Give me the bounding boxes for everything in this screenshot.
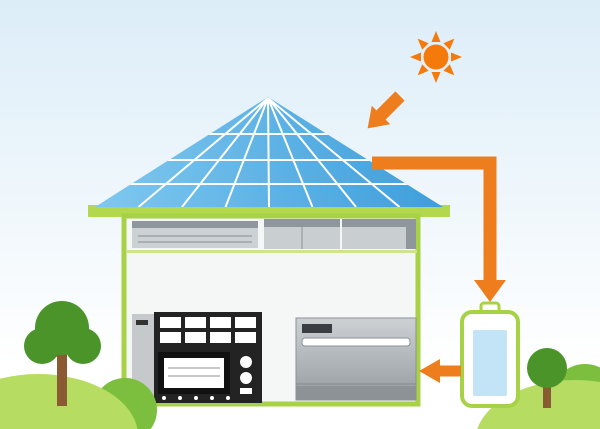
- sun-core: [423, 44, 449, 70]
- dishwasher-kick-plate: [296, 386, 416, 400]
- sun-rays: [410, 31, 462, 83]
- upper-window-right: [342, 219, 416, 249]
- tree-trunk: [57, 346, 67, 406]
- window-header: [264, 219, 340, 227]
- button-dot: [178, 396, 182, 400]
- side-panel-handle: [136, 320, 148, 325]
- sun-ray: [443, 38, 455, 50]
- window-header: [342, 219, 416, 227]
- output-arrowhead: [419, 359, 440, 383]
- oven-window-lines: [168, 367, 220, 377]
- sun-ray: [417, 64, 429, 76]
- energy-pipe-path: [372, 156, 497, 282]
- control-knobs: [240, 356, 252, 394]
- sunlight-arrow: [367, 91, 405, 129]
- right-tree: [527, 348, 567, 408]
- sun-ray: [451, 52, 462, 62]
- tree-trunk: [543, 384, 551, 408]
- left-tree: [24, 301, 101, 406]
- energy-flow-pipe: [372, 156, 506, 302]
- sun-ray: [417, 38, 429, 50]
- under-counter-appliance: [295, 317, 417, 401]
- battery-output-arrow: [419, 359, 461, 383]
- oven-door-window: [164, 358, 224, 388]
- solar-panel-grid: [95, 97, 443, 207]
- range-hood-vent: [132, 221, 258, 248]
- display-cell: [210, 317, 231, 328]
- button-dot: [162, 396, 166, 400]
- right-hill: [477, 380, 600, 429]
- floor-divider: [127, 250, 417, 253]
- left-greenery: [0, 301, 157, 429]
- window-side-frame: [406, 219, 416, 249]
- vent-top-strip: [132, 221, 258, 228]
- knob: [240, 372, 252, 384]
- energy-pipe-arrowhead: [474, 280, 506, 302]
- house-cutaway: [121, 213, 421, 407]
- vent-slats: [138, 235, 252, 243]
- knob: [240, 356, 252, 368]
- left-hill: [0, 374, 138, 429]
- display-cell: [160, 332, 181, 343]
- button-dot: [210, 396, 214, 400]
- tree-foliage: [24, 301, 101, 364]
- display-cell: [185, 317, 206, 328]
- battery-cell-window: [473, 330, 507, 396]
- dishwasher-control-panel: [302, 324, 332, 333]
- display-cell: [235, 317, 256, 328]
- sun-ray: [431, 31, 441, 42]
- foliage-ball: [65, 328, 101, 364]
- button-dot: [194, 396, 198, 400]
- solar-panel-roof: [95, 97, 443, 207]
- foliage-ball: [24, 328, 60, 364]
- sun-ray: [431, 72, 441, 83]
- oven-door: [158, 352, 230, 394]
- display-cell: [160, 317, 181, 328]
- display-cell: [235, 332, 256, 343]
- dishwasher-handle: [301, 337, 411, 347]
- right-greenery: [477, 348, 600, 429]
- bottom-buttons: [162, 396, 230, 400]
- button-dot: [226, 396, 230, 400]
- storage-battery: [460, 301, 520, 408]
- small-button: [240, 388, 252, 394]
- display-cell: [185, 332, 206, 343]
- control-display-grid: [160, 317, 256, 343]
- tree-foliage: [527, 348, 567, 388]
- output-arrow-shaft: [440, 365, 461, 377]
- sun-icon: [410, 31, 462, 83]
- upper-window-left: [264, 219, 340, 249]
- display-cell: [210, 332, 231, 343]
- sun-ray: [443, 64, 455, 76]
- sun-ray: [410, 52, 421, 62]
- kitchen-appliance-tower: [132, 312, 262, 403]
